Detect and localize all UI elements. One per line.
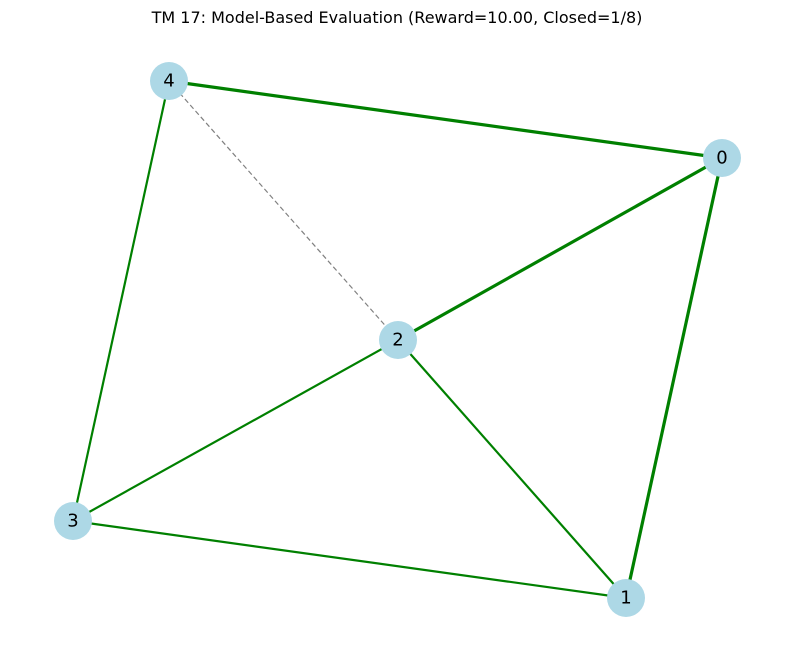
edge-layer — [71, 79, 724, 600]
node-2: 2 — [379, 321, 417, 359]
node-1: 1 — [607, 579, 645, 617]
edge-2-1 — [397, 339, 627, 599]
edge-3-2 — [72, 339, 399, 522]
node-circle-0 — [703, 139, 741, 177]
node-label-3: 3 — [67, 511, 78, 532]
figure-title: TM 17: Model-Based Evaluation (Reward=10… — [151, 8, 643, 27]
node-label-0: 0 — [716, 148, 727, 169]
node-3: 3 — [54, 502, 92, 540]
edge-4-3 — [71, 80, 171, 522]
edge-4-2-closed — [168, 80, 399, 341]
node-circle-2 — [379, 321, 417, 359]
edge-4-0 — [168, 79, 723, 160]
edge-0-1 — [624, 157, 724, 599]
node-circle-4 — [150, 62, 188, 100]
edge-2-0 — [397, 156, 723, 342]
node-circle-3 — [54, 502, 92, 540]
node-layer: 0 1 2 3 4 — [54, 62, 741, 617]
node-label-4: 4 — [163, 71, 174, 92]
node-label-1: 1 — [620, 588, 631, 609]
node-0: 0 — [703, 139, 741, 177]
node-circle-1 — [607, 579, 645, 617]
node-label-2: 2 — [392, 330, 403, 351]
node-4: 4 — [150, 62, 188, 100]
edge-3-1 — [72, 519, 627, 600]
